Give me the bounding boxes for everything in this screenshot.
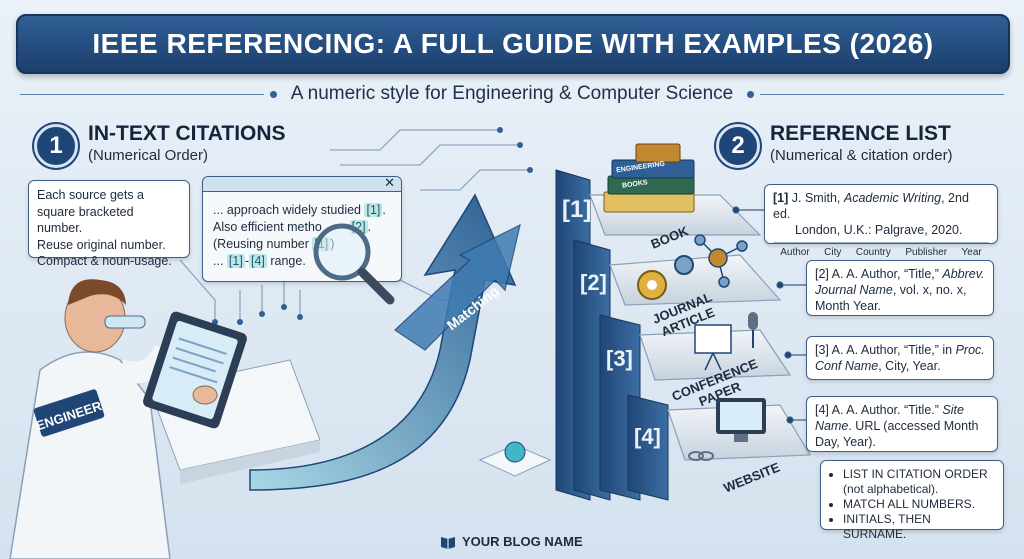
step-number-2: [2] xyxy=(580,270,607,295)
divider-left xyxy=(20,93,264,95)
reference-conference: [3] A. A. Author, “Title,” in Proc. Conf… xyxy=(806,336,994,380)
reference-website: [4] A. A. Author. “Title.” Site Name. UR… xyxy=(806,396,998,452)
window-titlebar: ✕ xyxy=(203,175,401,192)
citation-marker: [4] xyxy=(248,254,267,268)
blog-name: YOUR BLOG NAME xyxy=(462,534,583,549)
divider-dot-right xyxy=(747,90,755,98)
footer: YOUR BLOG NAME xyxy=(440,534,583,549)
chip-icon xyxy=(478,441,552,477)
reference-journal: [2] A. A. Author, “Title,” Abbrev. Journ… xyxy=(806,260,994,316)
intro-line: Compact & noun-usage. xyxy=(37,254,172,268)
step-number-1: [1] xyxy=(562,196,592,223)
section-subtitle-ref-list: (Numerical & citation order) xyxy=(770,147,953,164)
title-banner: IEEE REFERENCING: A FULL GUIDE WITH EXAM… xyxy=(16,14,1010,74)
citation-marker: [1] xyxy=(226,254,245,268)
page-title: IEEE REFERENCING: A FULL GUIDE WITH EXAM… xyxy=(92,28,934,59)
close-icon[interactable]: ✕ xyxy=(384,175,395,190)
subtitle-row: A numeric style for Engineering & Comput… xyxy=(20,82,1004,106)
section-number-1: 1 xyxy=(34,124,78,168)
section-title-in-text: IN-TEXT CITATIONS xyxy=(88,122,286,145)
presentation-easel-icon xyxy=(694,324,732,371)
intro-line: square bracketed number. xyxy=(37,204,134,236)
matching-arrow xyxy=(249,193,521,491)
magnifier-icon xyxy=(313,223,395,305)
intro-note: Each source gets a square bracketed numb… xyxy=(28,180,190,268)
section-number-2: 2 xyxy=(716,124,760,168)
example-line-1: ... approach widely studied [1]. xyxy=(213,203,386,217)
checklist-item: MATCH ALL NUMBERS. xyxy=(843,497,995,512)
books-icon xyxy=(603,143,695,213)
monitor-icon xyxy=(716,398,766,442)
link-icon xyxy=(688,451,714,461)
divider-right xyxy=(760,93,1004,95)
step-number-3: [3] xyxy=(606,346,633,371)
engineer-figure: ENGINEER xyxy=(9,279,175,559)
checklist: LIST IN CITATION ORDER (not alphabetical… xyxy=(820,460,1004,541)
example-line-4: ... [1]-[4] range. xyxy=(213,254,306,268)
reference-book: [1] J. Smith, Academic Writing, 2nd ed. … xyxy=(764,184,998,258)
step-number-4: [4] xyxy=(634,424,661,449)
stack-pillar xyxy=(555,169,669,501)
section-subtitle-in-text: (Numerical Order) xyxy=(88,147,209,164)
intro-line: Reuse original number. xyxy=(37,237,166,252)
checklist-item: LIST IN CITATION ORDER (not alphabetical… xyxy=(843,467,995,497)
microphone-icon xyxy=(748,312,758,348)
molecule-icon xyxy=(694,234,748,288)
divider-dot-left xyxy=(269,90,277,98)
example-window: ✕ ... approach widely studied [1]. Also … xyxy=(202,175,402,282)
tablet-device xyxy=(143,311,247,429)
subtitle: A numeric style for Engineering & Comput… xyxy=(290,83,734,104)
book-icon xyxy=(441,536,455,549)
intro-line: Each source gets a xyxy=(37,188,145,202)
citation-marker: [1] xyxy=(364,203,383,217)
section-title-ref-list: REFERENCE LIST xyxy=(770,122,951,145)
gear-icon xyxy=(637,255,694,300)
checklist-item: INITIALS, THEN SURNAME. xyxy=(843,512,995,542)
